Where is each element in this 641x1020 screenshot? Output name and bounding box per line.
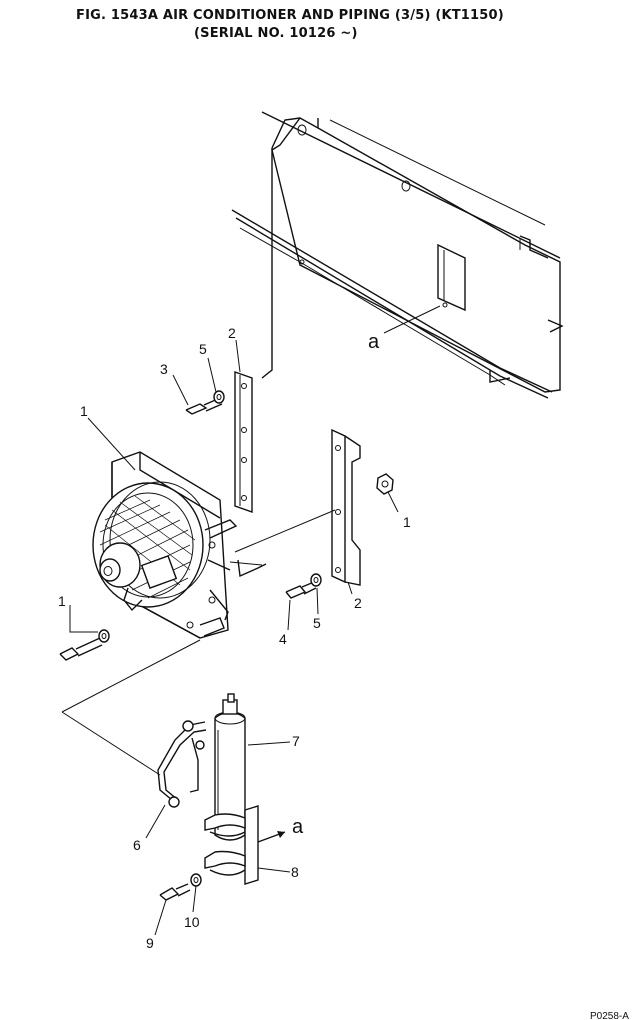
bolt-part-9 — [159, 883, 191, 901]
callout-8: 8 — [291, 864, 299, 880]
callout-7: 7 — [292, 733, 300, 749]
drawing-code: P0258-A — [590, 1011, 629, 1020]
frame-panel — [231, 111, 564, 399]
figure-subtitle: (SERIAL NO. 10126 ~) — [194, 26, 358, 41]
reference-a-bracket: a — [292, 816, 304, 838]
leader-lines — [69, 305, 441, 936]
callout-2-left-bracket: 2 — [228, 325, 236, 341]
callout-3: 3 — [160, 361, 168, 377]
callout-labels: 1 1 1 2 2 3 4 5 5 6 7 8 9 10 a a P0258-A — [58, 325, 629, 1020]
condenser-fan-unit-part-1 — [92, 451, 336, 639]
callout-4: 4 — [279, 631, 287, 647]
callout-6: 6 — [133, 837, 141, 853]
clamp-bracket-part-8 — [204, 805, 286, 885]
callout-5-lower: 5 — [313, 615, 321, 631]
callout-1-nut: 1 — [403, 514, 411, 530]
nut-part-1-right — [376, 473, 394, 495]
pipe-part-6 — [61, 639, 207, 808]
washer-part-5-upper — [213, 390, 225, 404]
callout-10: 10 — [184, 914, 200, 930]
callout-9: 9 — [146, 935, 154, 951]
bolt-part-4 — [285, 581, 317, 599]
callout-1-unit: 1 — [80, 403, 88, 419]
left-bracket-part-2 — [234, 371, 253, 513]
callout-5-upper: 5 — [199, 341, 207, 357]
figure-title: FIG. 1543A AIR CONDITIONER AND PIPING (3… — [76, 8, 504, 23]
bolt-part-1-left — [59, 629, 110, 661]
callout-1-bolt: 1 — [58, 593, 66, 609]
right-bracket-part-2 — [331, 428, 361, 586]
washer-part-10 — [190, 873, 202, 887]
reference-a-frame: a — [368, 331, 380, 353]
washer-part-5-lower — [310, 573, 322, 587]
callout-2-right-bracket: 2 — [354, 595, 362, 611]
